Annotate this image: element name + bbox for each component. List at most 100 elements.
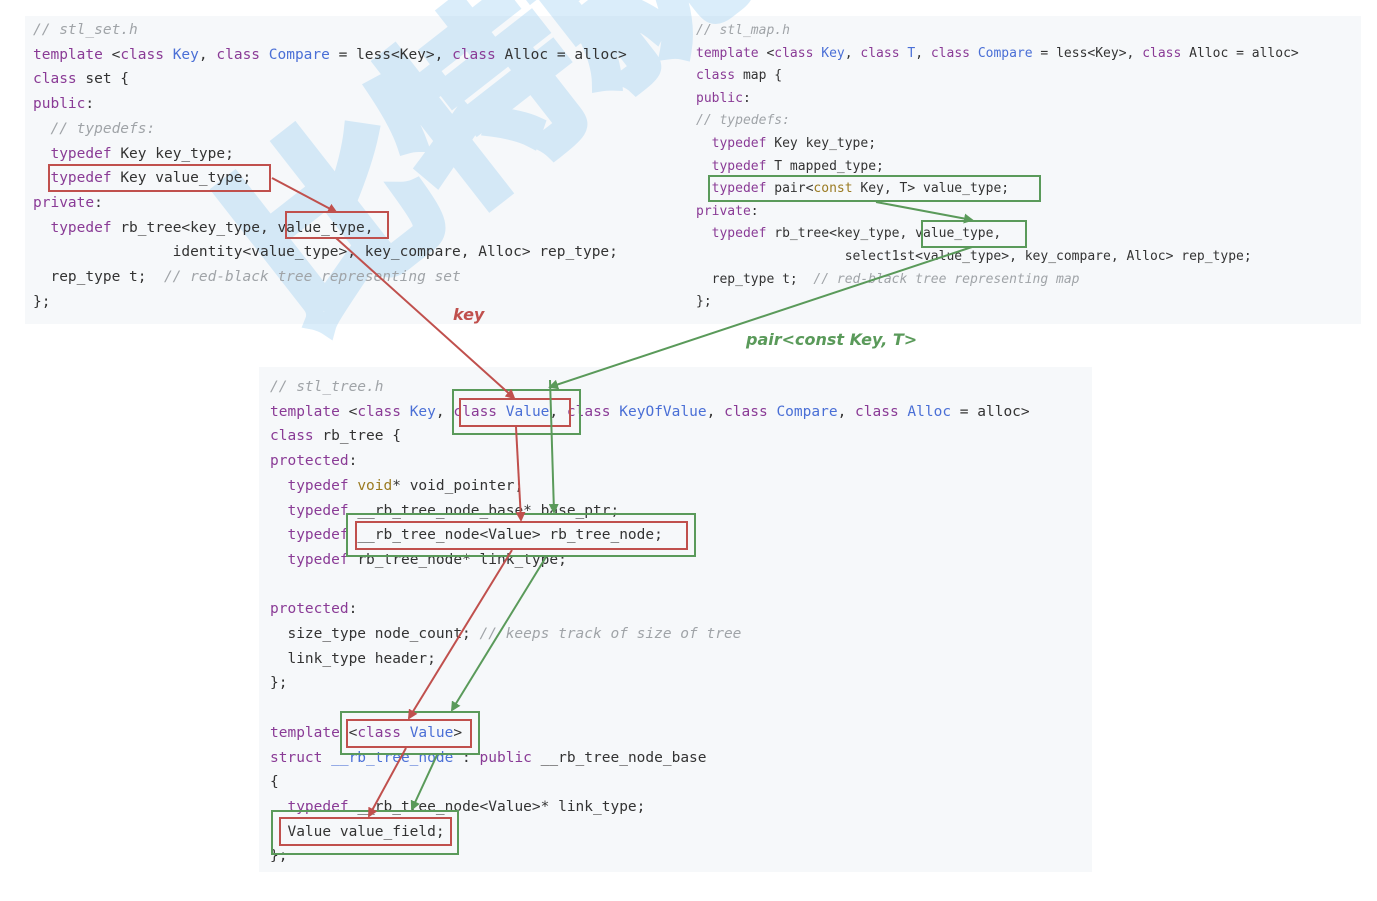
code-token: template <box>270 724 349 741</box>
code-line: public: <box>696 88 1299 111</box>
code-token: : <box>94 194 103 211</box>
code-token: template <box>33 46 112 63</box>
code-line: // typedefs: <box>696 110 1299 133</box>
code-token: : <box>85 96 95 113</box>
code-token: Key <box>821 45 845 61</box>
code-token: , <box>198 46 217 63</box>
code-line: }; <box>270 844 1030 869</box>
code-token: < <box>766 45 775 61</box>
red-arrow-class-value-to-node <box>515 426 526 522</box>
code-token: // stl_map.h <box>696 23 790 38</box>
code-token: template <box>696 45 767 61</box>
red-arrow-template-to-field <box>368 747 407 818</box>
code-token: typedef <box>287 502 358 519</box>
code-token: }; <box>696 294 712 310</box>
key-label: key <box>453 305 485 324</box>
code-line: link_type header; <box>270 647 1030 672</box>
code-token: Key <box>172 46 199 63</box>
code-token: , <box>549 403 567 420</box>
green-arrow-rbtree-to-class-value <box>548 246 973 390</box>
pair-label: pair<const Key, T> <box>746 330 918 349</box>
code-line: select1st<value_type>, key_compare, Allo… <box>696 246 1299 269</box>
code-token: class <box>453 403 506 420</box>
code-token: T mapped_type; <box>774 158 884 174</box>
tree-class-value-red-box <box>459 398 571 427</box>
code-token: class <box>724 403 777 420</box>
code-token: public <box>696 90 743 106</box>
code-token: typedef <box>50 219 121 236</box>
green-arrow-template-to-field <box>410 754 438 811</box>
code-line: protected: <box>270 597 1030 622</box>
value-field-red-box <box>279 817 452 846</box>
code-token: = less<Key>, <box>1032 45 1143 61</box>
code-token: Key <box>409 403 436 420</box>
code-token: > <box>453 724 463 741</box>
code-line: typedef void* void_pointer; <box>270 474 1030 499</box>
code-token: = alloc> <box>951 403 1030 420</box>
code-token: void <box>357 477 393 494</box>
code-line: // stl_tree.h <box>270 375 1030 400</box>
code-token: __rb_tree_node<Value> rb_tree_node; <box>357 527 663 544</box>
code-line: typedef __rb_tree_node<Value> rb_tree_no… <box>270 523 1030 548</box>
code-token: < <box>111 46 121 63</box>
code-line: typedef Key key_type; <box>696 133 1299 156</box>
code-token: typedef <box>287 551 358 568</box>
code-token: Alloc <box>907 403 952 420</box>
code-token: class <box>33 71 86 88</box>
code-token: typedef <box>287 527 358 544</box>
code-token: // stl_tree.h <box>270 379 384 395</box>
code-token: class <box>357 724 410 741</box>
green-arrow-node-to-template <box>450 556 547 712</box>
code-token: class <box>566 403 620 420</box>
code-token: protected <box>270 453 349 470</box>
code-token: typedef <box>287 477 358 494</box>
map-rbtree-value-type-box <box>921 220 1027 248</box>
code-token: class <box>696 68 743 84</box>
code-line: }; <box>33 290 627 315</box>
code-token: : <box>750 203 759 219</box>
code-line: typedef Key value_type; <box>33 166 627 191</box>
code-line: identity<value_type>, key_compare, Alloc… <box>33 240 627 265</box>
code-token: rb_tree { <box>322 428 401 445</box>
code-line: template <class Key, class T, class Comp… <box>696 43 1299 66</box>
code-token: link_type header; <box>270 650 436 667</box>
code-token: Key key_type; <box>774 135 877 151</box>
code-token: , <box>915 45 931 61</box>
code-token: struct <box>270 749 332 766</box>
code-line: Value value_field; <box>270 820 1030 845</box>
stl-map-code: // stl_map.h template < class Key, class T… <box>696 20 1299 314</box>
code-token: { <box>270 774 279 791</box>
code-line: typedef T mapped_type; <box>696 156 1299 179</box>
code-token: Value value_field; <box>270 823 445 840</box>
code-line: protected: <box>270 449 1030 474</box>
tree-node-typedef-red-box <box>355 521 688 550</box>
code-line: private: <box>696 201 1299 224</box>
node-template-red-box <box>346 719 472 748</box>
code-token: // keeps track of size of tree <box>479 626 742 643</box>
code-token: private <box>696 203 751 219</box>
code-token: identity<value_type>, key_compare, Alloc… <box>33 244 618 261</box>
code-token: = less<Key>, <box>329 46 453 63</box>
code-token: : <box>348 453 358 470</box>
code-token: Value <box>409 724 454 741</box>
code-token: // typedefs: <box>696 113 790 129</box>
code-token: Key value_type; <box>120 170 252 187</box>
value-field-green-box <box>271 810 459 855</box>
code-token: set { <box>85 71 130 88</box>
code-line: class set { <box>33 67 627 92</box>
code-token: T <box>907 45 916 61</box>
code-token: private <box>33 194 95 211</box>
code-line: rep_type t; // red-black tree representi… <box>33 265 627 290</box>
code-token: }; <box>33 293 51 310</box>
code-token: rb_tree<key_type, value_type, <box>120 219 374 236</box>
code-token: typedef <box>50 145 121 162</box>
code-token: public <box>479 749 541 766</box>
code-token: Alloc = alloc> <box>504 46 627 63</box>
code-token: const <box>813 181 853 197</box>
code-token: : <box>348 601 358 618</box>
code-token: }; <box>270 675 288 692</box>
code-line: // typedefs: <box>33 117 627 142</box>
code-token: class <box>860 45 908 61</box>
code-line: private: <box>33 191 627 216</box>
code-token: class <box>855 403 908 420</box>
